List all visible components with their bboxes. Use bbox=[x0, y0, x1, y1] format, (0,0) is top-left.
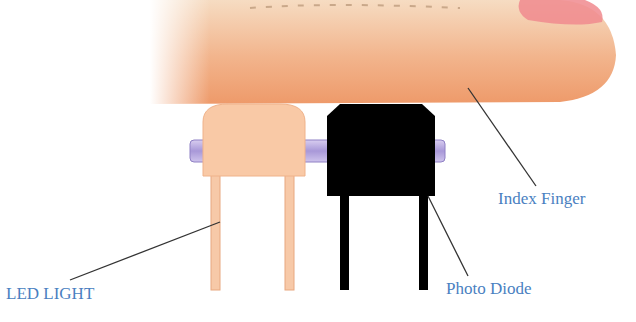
led-body bbox=[203, 104, 305, 176]
led-leg bbox=[211, 170, 220, 290]
photodiode-leg bbox=[340, 190, 349, 290]
finger-fade bbox=[150, 0, 210, 106]
index-finger bbox=[150, 0, 616, 104]
skin-crease bbox=[250, 5, 460, 8]
led-leg bbox=[285, 170, 294, 290]
leader-line bbox=[468, 88, 536, 186]
photodiode-body bbox=[327, 104, 435, 196]
leader-line bbox=[428, 196, 468, 276]
led-label: LED LIGHT bbox=[6, 285, 94, 304]
fingernail bbox=[519, 0, 603, 25]
photodiode-label: Photo Diode bbox=[446, 280, 531, 299]
photodiode-leg bbox=[419, 190, 428, 290]
finger-label: Index Finger bbox=[498, 190, 585, 209]
leader-line bbox=[70, 222, 220, 280]
